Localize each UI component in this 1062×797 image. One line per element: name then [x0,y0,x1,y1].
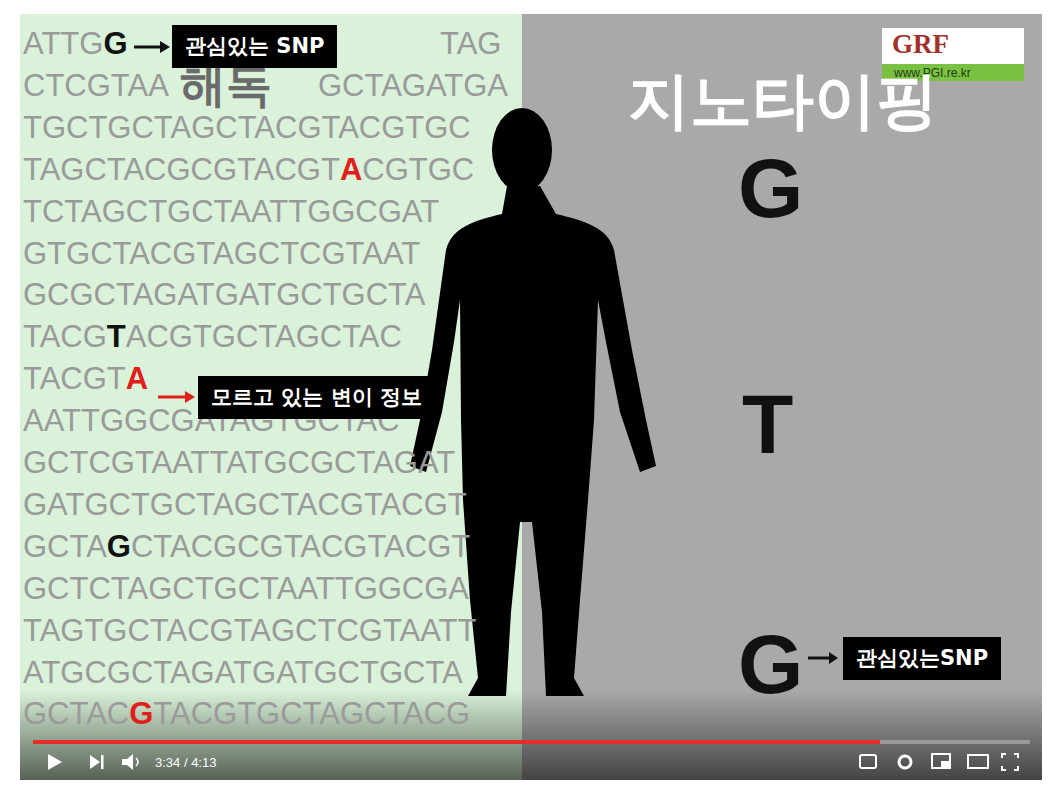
sequence-text: GTGCTACGTAGCTCGTAAT [23,238,420,269]
variant-base: A [340,154,362,185]
sequence-text: CGTGC [362,154,474,185]
sequence-text: GCTAGATGA [318,70,508,101]
sequence-text: ATGCGCTAGATGATGCTGCTA [23,657,463,688]
sequence-text: GATGCTGCTAGCTACGTACGT [23,489,467,520]
genotype-letter: G [738,146,803,230]
video-time: 3:34 / 4:13 [155,756,216,769]
genotype-letter: G [738,622,803,706]
sequence-text: TAG [440,28,501,59]
genotyping-panel [522,14,1042,780]
variant-base: A [126,363,148,394]
callout-text: 관심있는SNP [856,646,988,671]
variant-base: G [129,698,153,729]
sequence-text: TACGT [23,363,126,394]
sequence-text: TACGTGCTAGCTACG [153,698,470,729]
panel-heading: 해독 [180,62,272,108]
variant-base: G [107,531,131,562]
callout-box: 관심있는 SNP [172,25,337,68]
sequence-text: TAGTGCTACGTAGCTCGTAATT [23,615,476,646]
sequence-text: GCTCGTAATTATGCGCTAGAT [23,447,455,478]
sequence-text: CTCGTAA [23,70,169,101]
sequencing-panel [20,14,522,780]
pointer-arrow [134,41,170,53]
human-silhouette [410,108,656,696]
callout-text: 관심있는 SNP [185,34,324,59]
pointer-arrow [808,652,838,664]
genotype-letter: T [742,382,793,466]
callout-box: 모르고 있는 변이 정보 [198,376,435,419]
sequence-text: TACG [23,321,107,352]
sequence-text: GCTA [23,531,107,562]
sequence-text: TAGCTACGCGTACGT [23,154,340,185]
pointer-arrow [158,391,195,403]
panel-heading: 지노타이핑 [628,70,938,132]
sequence-text: GCGCTAGATGATGCTGCTA [23,279,425,310]
sequence-text: ATTG [23,28,103,59]
variant-base: T [107,321,126,352]
sequence-text: ACGTGCTAGCTAC [126,321,402,352]
sequence-text: GCTAC [23,698,129,729]
player-controls [20,690,1042,780]
sequence-text: TGCTGCTAGCTACGTACGTGC [23,112,471,143]
callout-text: 모르고 있는 변이 정보 [211,385,422,410]
sequence-text: CTACGCGTACGTACGT [131,531,470,562]
variant-base: G [103,28,127,59]
logo-text: GRF [892,31,949,58]
callout-box: 관심있는SNP [843,637,1001,680]
sequence-text: GCTCTAGCTGCTAATTGGCGA [23,573,469,604]
sequence-text: TCTAGCTGCTAATTGGCGAT [23,196,439,227]
